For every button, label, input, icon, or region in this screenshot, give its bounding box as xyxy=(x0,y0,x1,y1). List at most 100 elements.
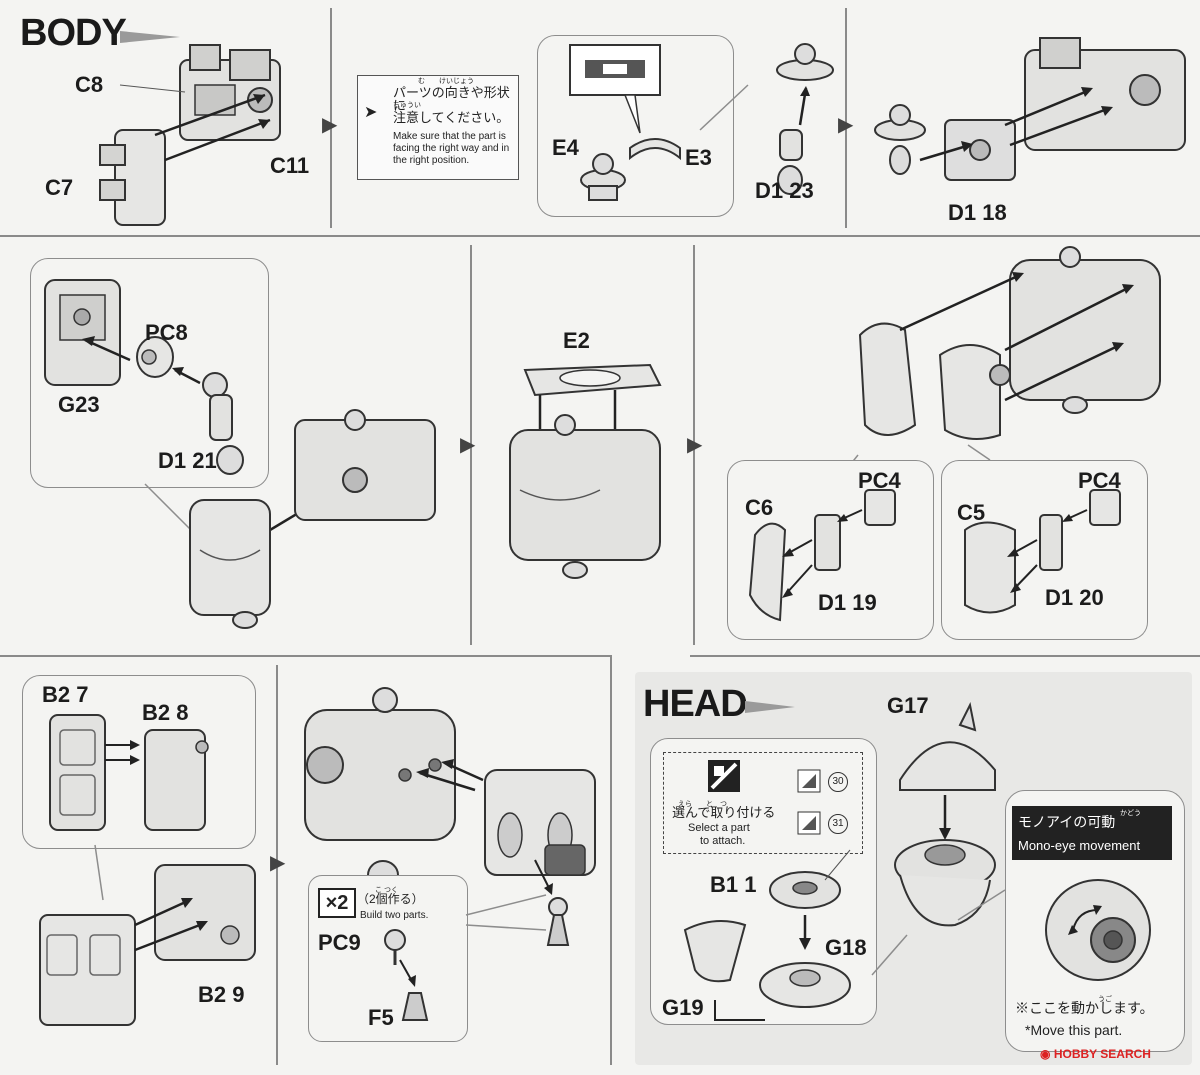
label-e4: E4 xyxy=(552,135,579,160)
leg-assembly-b2 xyxy=(39,864,256,1026)
part-pc8 xyxy=(136,336,174,378)
note-en: Make sure that the part is facing the ri… xyxy=(393,131,510,166)
label-g18: G18 xyxy=(825,935,867,960)
part-e3 xyxy=(629,138,681,161)
callout-tail-step4 xyxy=(144,483,191,530)
note-ruby-1: む けいじょう xyxy=(418,78,474,85)
part-c5-assembly xyxy=(964,489,1121,614)
watermark-text: HOBBY SEARCH xyxy=(1053,1047,1151,1061)
torso-back-part xyxy=(179,44,281,141)
label-e3: E3 xyxy=(685,145,712,170)
divider-v4 xyxy=(693,245,695,645)
part-e4 xyxy=(580,153,626,201)
label-g23: G23 xyxy=(58,392,100,417)
body-section-title: BODY xyxy=(20,12,127,54)
select-jp: 選んで取り付ける xyxy=(672,805,776,820)
label-g19: G19 xyxy=(662,995,704,1020)
select-ruby: えら と つ xyxy=(678,801,727,808)
option-icon-30 xyxy=(797,769,821,793)
move-jp: ※ここを動かします。 xyxy=(1015,1000,1154,1016)
part-d1-23 xyxy=(776,43,834,195)
detail-zoom-box xyxy=(569,44,749,134)
label-d1-21: D1 21 xyxy=(158,448,217,473)
select-en-1: Select a part xyxy=(688,822,750,834)
label-c11: C11 xyxy=(270,153,310,178)
option-30-badge: 30 xyxy=(828,772,848,792)
note-ruby-2: ちゅうい xyxy=(393,102,421,109)
label-b2-7: B2 7 xyxy=(42,682,89,707)
label-c6: C6 xyxy=(745,495,774,520)
label-pc8: PC8 xyxy=(145,320,188,345)
step-arrow-4: ▶ xyxy=(460,434,476,456)
label-d1-23: D1 23 xyxy=(755,178,814,203)
option-icon-31 xyxy=(797,811,821,835)
build-jp: （2個作る） xyxy=(357,892,424,906)
step-arrow-5: ▶ xyxy=(687,434,703,456)
step-arrow-1: ▶ xyxy=(322,114,338,136)
callout-tail-legs xyxy=(94,844,104,901)
divider-row2-left xyxy=(0,655,610,657)
select-part-box xyxy=(663,752,863,854)
torso-assembly-step4 xyxy=(189,409,436,629)
part-c6-assembly xyxy=(748,489,896,622)
step-arrow-legs: ▶ xyxy=(270,852,286,874)
part-b2-7 xyxy=(49,714,106,831)
divider-v5 xyxy=(276,665,278,1065)
head-parts-b1-g18-g19 xyxy=(683,849,851,1021)
watermark-icon: ◉ xyxy=(1040,1047,1054,1061)
note-jp-line1: パーツの向きや形状に xyxy=(393,85,510,113)
label-b1-1: B1 1 xyxy=(710,872,757,897)
callout-tail-select xyxy=(871,934,908,976)
label-d1-19: D1 19 xyxy=(818,590,877,615)
part-d1-21 xyxy=(202,372,244,475)
label-c8: C8 xyxy=(75,72,104,97)
label-d1-20: D1 20 xyxy=(1045,585,1104,610)
mono-eye-header: かどう モノアイの可動 Mono-eye movement xyxy=(1012,806,1172,860)
build-en: Build two parts. xyxy=(360,910,429,921)
mono-eye-en: Mono-eye movement xyxy=(1018,838,1141,853)
body-title-arrow-shape xyxy=(120,31,180,43)
divider-row2-right xyxy=(690,655,1200,657)
label-pc4-a: PC4 xyxy=(858,468,901,493)
label-pc4-b: PC4 xyxy=(1078,468,1121,493)
label-c5: C5 xyxy=(957,500,986,525)
callout-tail-mono xyxy=(957,889,1006,921)
part-pc9-f5 xyxy=(384,929,429,1021)
option-31-text: 31 xyxy=(832,818,844,829)
label-f5: F5 xyxy=(368,1005,394,1030)
label-pc9: PC9 xyxy=(318,930,361,955)
option-31-badge: 31 xyxy=(828,814,848,834)
mono-eye-detail xyxy=(1045,879,1151,981)
multiplier-badge: ×2 xyxy=(318,888,356,918)
part-g23 xyxy=(44,279,121,386)
divider-v2 xyxy=(845,8,847,228)
head-assembly-g17 xyxy=(894,701,996,927)
assembly-arrows-step1 xyxy=(119,84,271,162)
label-e2: E2 xyxy=(563,328,590,353)
multiplier-text: ×2 xyxy=(325,892,349,914)
arrows-b2 xyxy=(105,740,140,765)
step-arrow-2: ▶ xyxy=(838,114,854,136)
body-assembly-step3 xyxy=(874,37,1186,181)
mono-eye-ruby: かどう xyxy=(1120,810,1141,817)
label-g17: G17 xyxy=(887,693,929,718)
option-30-text: 30 xyxy=(832,776,844,787)
divider-row1 xyxy=(0,235,1200,237)
caution-arrow-icon: ➤ xyxy=(364,104,378,121)
select-en-2: to attach. xyxy=(700,835,746,847)
torso-front-part xyxy=(99,129,166,226)
label-d1-18: D1 18 xyxy=(948,200,1007,225)
select-icon xyxy=(708,760,740,792)
head-title-arrow-shape xyxy=(745,701,795,713)
move-ruby: うご xyxy=(1098,996,1112,1003)
label-b2-8: B2 8 xyxy=(142,700,189,725)
mono-eye-jp: モノアイの可動 xyxy=(1018,814,1116,830)
watermark: ◉ HOBBY SEARCH xyxy=(1040,1047,1151,1061)
label-b2-9: B2 9 xyxy=(198,982,245,1007)
part-f5-standalone xyxy=(546,897,570,946)
torso-assembly-step5 xyxy=(509,363,662,579)
caution-note-box: む けいじょう パーツの向きや形状に ちゅうい 注意してください。 Make s… xyxy=(357,75,519,180)
build-ruby: こ つく xyxy=(375,887,398,894)
head-section-title: HEAD xyxy=(643,683,748,725)
label-c7: C7 xyxy=(45,175,74,200)
